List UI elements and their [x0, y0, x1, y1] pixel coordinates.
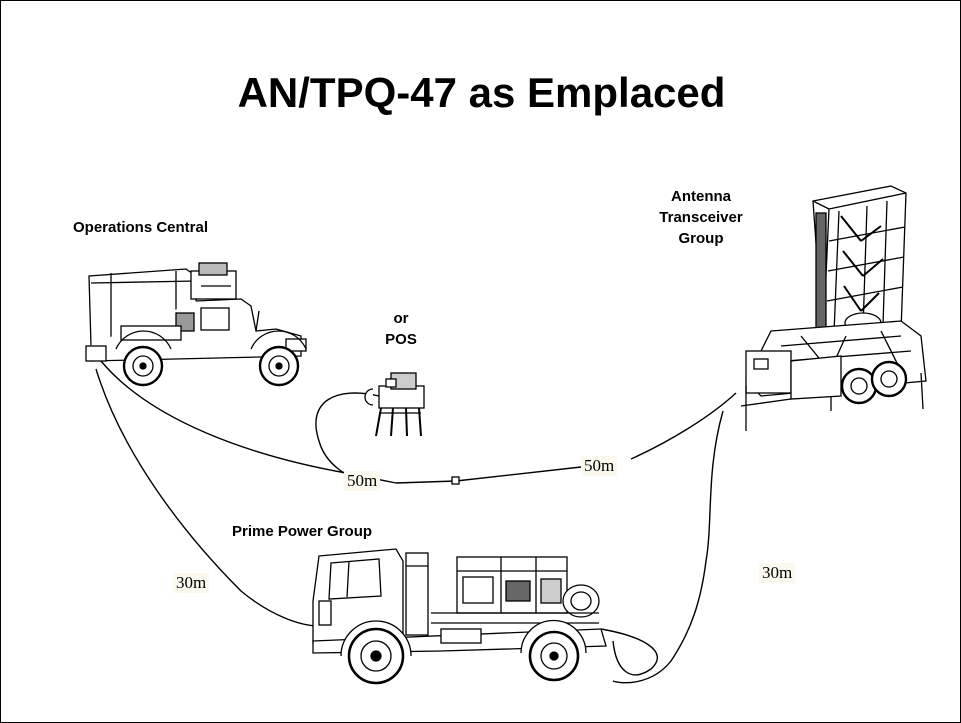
or-label: or: [393, 310, 409, 327]
distance-30m-right: 30m: [759, 563, 796, 583]
prime-power-truck: [312, 548, 607, 685]
pos-label: POS: [385, 331, 417, 348]
antenna-label-line1: Antenna: [671, 188, 731, 205]
slide-title: AN/TPQ-47 as Emplaced: [237, 69, 726, 116]
operations-central-label: Operations Central: [73, 219, 209, 236]
operations-central-vehicle: [85, 262, 307, 387]
antenna-label-line2: Transceiver: [659, 209, 743, 226]
antenna-transceiver-group: [740, 185, 927, 431]
antenna-label-line3: Group: [678, 230, 724, 247]
cable-ops-to-junction: [100, 360, 397, 484]
cable-to-antenna: [630, 392, 737, 460]
antenna-panel-grid: [826, 200, 906, 334]
cable-ops-to-power: [95, 368, 320, 627]
cable-antenna-to-power: [612, 410, 724, 684]
cable-power-loop: [600, 628, 658, 676]
cable-junction-main: [395, 466, 582, 484]
distance-50m-right: 50m: [581, 456, 618, 476]
distance-30m-left: 30m: [173, 573, 210, 593]
cable-junction-box: [451, 476, 460, 485]
cable-pos-loop: [315, 392, 380, 480]
distance-50m-left: 50m: [344, 471, 381, 491]
prime-power-label: Prime Power Group: [232, 523, 373, 540]
pos-workstation: [364, 372, 425, 437]
